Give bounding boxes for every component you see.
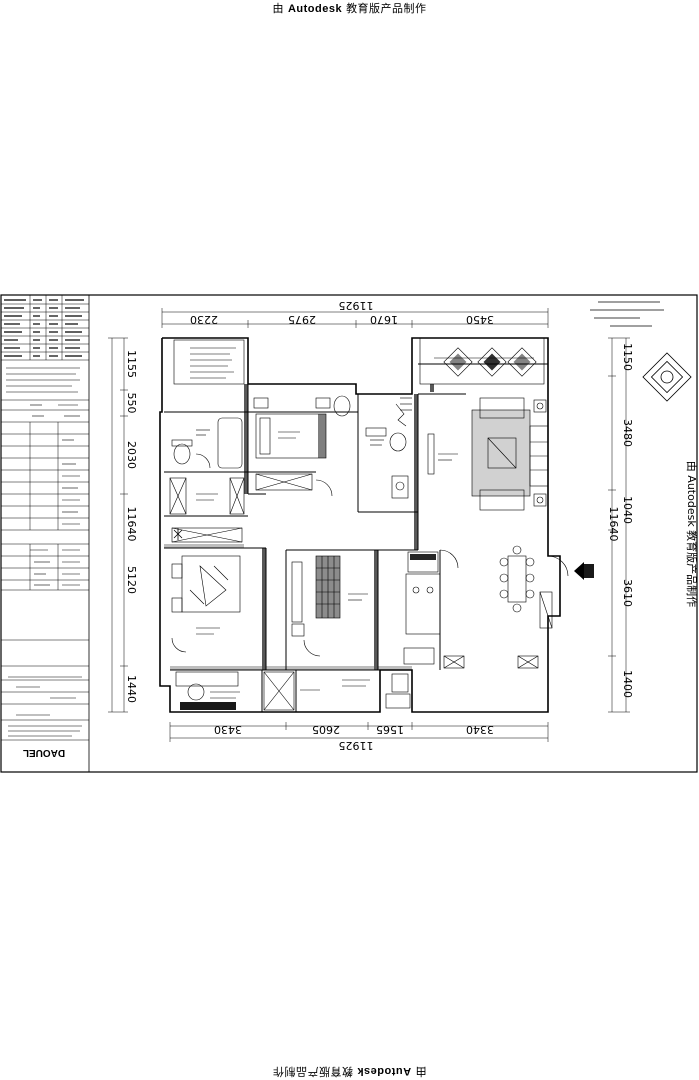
- dim-left-seg-1: 1155: [125, 350, 138, 378]
- watermark-bottom-prefix: 由: [415, 1065, 427, 1078]
- dim-bottom-seg-3: 1565: [376, 723, 404, 736]
- watermark-bottom-suffix: 教育版产品制作: [272, 1065, 353, 1078]
- kitchen: [403, 549, 459, 665]
- bed-hatch-center-top: [318, 414, 326, 458]
- floor-plan-sheet: DAOUEL 11925 2230 2975 1670: [0, 294, 699, 773]
- watermark-bottom-brand: Autodesk: [356, 1065, 412, 1077]
- dim-top-seg-3: 1670: [370, 313, 398, 326]
- watermark-prefix: 由: [272, 2, 284, 15]
- dimension-lines-bottom: [169, 722, 549, 742]
- exterior-walls: [159, 337, 561, 713]
- dim-top-seg-1: 2230: [190, 313, 218, 326]
- dim-left-seg-2: 550: [125, 393, 138, 414]
- stair-icon: [400, 397, 412, 411]
- bottom-center-room: [300, 673, 411, 709]
- watermark-side: 由 Autodesk 教育版产品制作: [685, 461, 699, 607]
- kitchen-dark-fill: [410, 554, 436, 560]
- watermark-brand: Autodesk: [287, 3, 343, 15]
- study-rug-hatch: [316, 556, 340, 618]
- dining-room: [443, 545, 569, 669]
- bedroom-center-top: [253, 395, 351, 497]
- dim-left-total: 11640: [125, 507, 138, 542]
- plant-icon: [173, 528, 183, 540]
- dim-right-seg-2: 3480: [621, 419, 634, 447]
- dim-right-seg-1: 1150: [621, 343, 634, 371]
- watermark-suffix: 教育版产品制作: [346, 2, 427, 15]
- study-room: [291, 555, 368, 657]
- dimension-lines-left: [108, 337, 128, 713]
- company-logo: DAOUEL: [23, 747, 65, 758]
- dimension-lines-top: [161, 308, 549, 328]
- drawing-title-notes: [590, 301, 664, 327]
- dim-left-seg-3: 2030: [125, 441, 138, 469]
- title-block-notes: [6, 367, 82, 737]
- bottom-left-utility: [175, 671, 295, 711]
- dim-left-seg-5: 1440: [125, 675, 138, 703]
- dim-bottom-total: 11925: [339, 739, 374, 752]
- counter-dark-strip: [180, 702, 236, 710]
- dim-bottom-seg-2: 2605: [312, 723, 340, 736]
- room-top-left: [173, 339, 245, 385]
- living-room: [427, 397, 549, 511]
- dimension-lines-right: [608, 337, 630, 713]
- dim-bottom-seg-4: 3340: [466, 723, 494, 736]
- watermark-top: 由 Autodesk 教育版产品制作: [0, 0, 699, 16]
- watermark-bottom: 由 Autodesk 教育版产品制作: [0, 1064, 699, 1080]
- compass-icon: [642, 352, 692, 402]
- bathroom-center: [365, 403, 409, 499]
- bedroom-bottom-left: [171, 555, 241, 653]
- entry-arrow-icon: [574, 562, 594, 580]
- dimension-labels: 11925 2230 2975 1670 3450 11925 3430 260…: [125, 299, 634, 752]
- dim-left-seg-4: 5120: [125, 566, 138, 594]
- drawing-frame: [88, 294, 698, 773]
- title-block-fine-print: [4, 299, 84, 357]
- sheet-border: [0, 294, 698, 773]
- living-rug-hatch: [472, 410, 530, 496]
- dim-right-seg-3: 1040: [621, 496, 634, 524]
- bathroom-left: [171, 417, 243, 469]
- bedroom-top-left: [169, 477, 245, 543]
- floor-plan: 11925 2230 2975 1670 3450 11925 3430 260…: [108, 299, 699, 752]
- dim-top-total: 11925: [339, 299, 374, 312]
- title-block-vertical-text-area: [8, 468, 20, 588]
- dim-top-seg-4: 3450: [466, 313, 494, 326]
- balcony-top-right: [419, 337, 545, 385]
- wall-hatch: [164, 384, 434, 670]
- dim-right-total: 11640: [607, 507, 620, 542]
- watermark-side-text: 由 Autodesk 教育版产品制作: [685, 461, 699, 607]
- dim-right-seg-4: 3610: [621, 579, 634, 607]
- dim-bottom-seg-1: 3430: [214, 723, 242, 736]
- title-block: [1, 295, 89, 741]
- balcony-decor: [449, 353, 531, 371]
- dim-top-seg-2: 2975: [288, 313, 316, 326]
- dim-right-seg-5: 1400: [621, 670, 634, 698]
